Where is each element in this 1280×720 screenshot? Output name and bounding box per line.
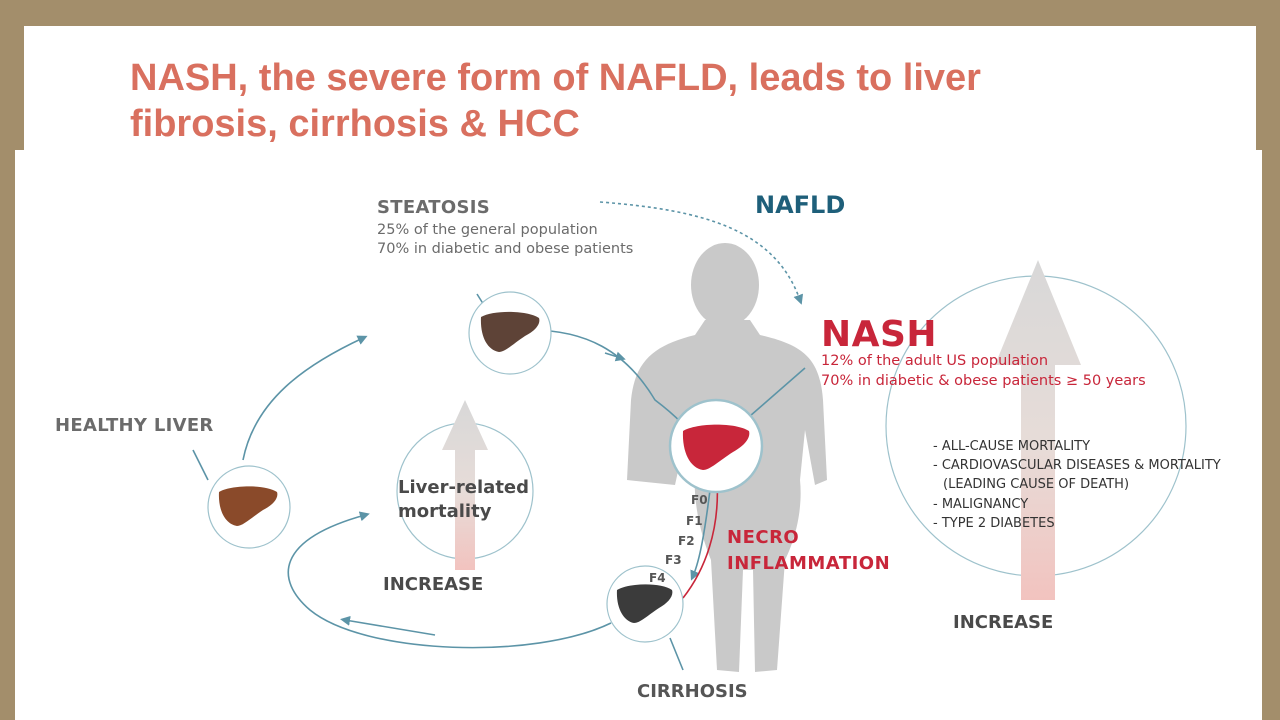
nafld-progression-diagram: STEATOSIS 25% of the general population … (15, 150, 1262, 720)
liver-mortality-line-1: Liver-related (398, 476, 529, 500)
outcome-item-1: - ALL-CAUSE MORTALITY (933, 437, 1090, 457)
outcome-item-5: - TYPE 2 DIABETES (933, 514, 1055, 534)
curve-healthy-to-steatosis (243, 338, 363, 460)
pointer-cirrhosis (670, 638, 683, 670)
cirrhosis-label: CIRRHOSIS (637, 680, 748, 704)
outcome-item-2: - CARDIOVASCULAR DISEASES & MORTALITY (933, 456, 1221, 476)
stage-f3: F3 (665, 553, 682, 567)
nash-stat-2: 70% in diabetic & obese patients ≥ 50 ye… (821, 372, 1146, 391)
steatosis-heading: STEATOSIS (377, 197, 490, 218)
pointer-healthy (193, 450, 208, 480)
outcome-item-4: - MALIGNANCY (933, 495, 1028, 515)
stage-f2: F2 (678, 534, 695, 548)
stage-f1: F1 (686, 514, 703, 528)
nash-heading: NASH (821, 314, 937, 355)
necro-label-2: INFLAMMATION (727, 551, 890, 577)
outcomes-increase: INCREASE (953, 611, 1053, 635)
liver-mortality-increase: INCREASE (383, 573, 483, 597)
stage-f4: F4 (649, 571, 666, 585)
healthy-liver-label: HEALTHY LIVER (55, 415, 214, 436)
nash-stat-1: 12% of the adult US population (821, 352, 1048, 371)
stage-f0: F0 (691, 493, 708, 507)
steatosis-stat-2: 70% in diabetic and obese patients (377, 240, 633, 259)
slide-title: NASH, the severe form of NAFLD, leads to… (130, 56, 1130, 147)
steatosis-stat-1: 25% of the general population (377, 221, 598, 240)
outcome-item-3: (LEADING CAUSE OF DEATH) (943, 475, 1129, 495)
outcomes-increase-arrow (995, 260, 1081, 600)
nafld-label: NAFLD (755, 191, 845, 219)
necro-label-1: NECRO (727, 525, 799, 551)
liver-mortality-line-2: mortality (398, 500, 491, 524)
curve-mortality-to-healthy (333, 500, 400, 520)
